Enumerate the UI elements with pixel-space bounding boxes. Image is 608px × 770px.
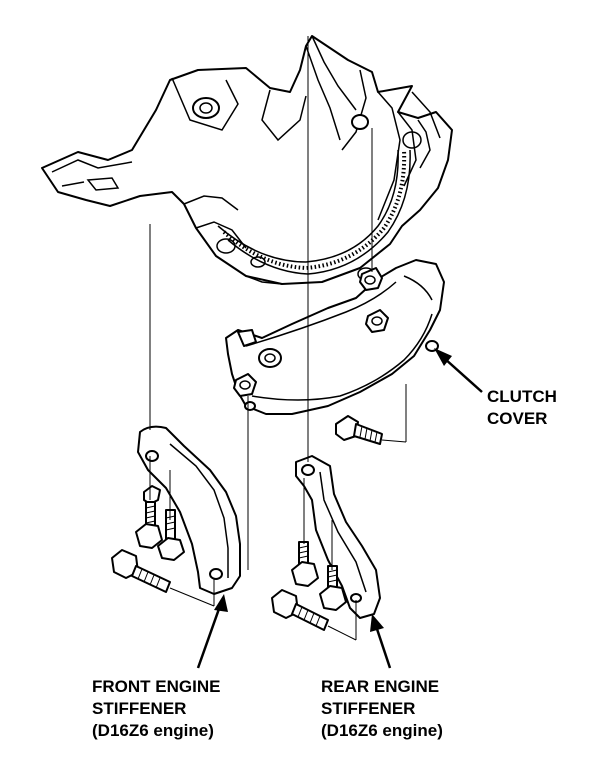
rear-stiffener-label-line-2: STIFFENER	[321, 699, 416, 718]
clutch-cover-label: CLUTCH COVER	[487, 386, 557, 430]
clutch-cover-label-line-1: CLUTCH	[487, 387, 557, 406]
rear-stiffener-bolt-1	[291, 541, 319, 587]
alignment-lines	[149, 36, 407, 641]
rear-stiffener-label-line-1: REAR ENGINE	[321, 677, 440, 696]
front-stiffener-label-line-1: FRONT ENGINE	[92, 677, 221, 696]
engine-block	[41, 35, 453, 285]
clutch-cover-part	[225, 259, 445, 415]
front-engine-stiffener-part	[137, 425, 241, 595]
front-engine-stiffener-label: FRONT ENGINE STIFFENER (D16Z6 engine)	[92, 676, 220, 742]
rear-stiffener-arrow	[370, 614, 392, 669]
flywheel-ring-gear	[217, 149, 411, 275]
front-stiffener-arrow	[196, 594, 228, 669]
clutch-cover-label-line-2: COVER	[487, 409, 548, 428]
rear-engine-stiffener-label: REAR ENGINE STIFFENER (D16Z6 engine)	[321, 676, 443, 742]
front-stiffener-bolt-3	[111, 549, 171, 593]
rear-stiffener-bolt-3	[271, 589, 329, 631]
rear-stiffener-label-line-3: (D16Z6 engine)	[321, 721, 443, 740]
front-stiffener-label-line-2: STIFFENER	[92, 699, 187, 718]
rear-stiffener-bolt-2	[319, 565, 347, 611]
clutch-cover-bolt	[335, 415, 383, 445]
clutch-cover-arrow	[434, 348, 483, 393]
front-stiffener-bolt-2	[157, 509, 185, 561]
front-stiffener-bolt-1	[135, 485, 163, 549]
front-stiffener-label-line-3: (D16Z6 engine)	[92, 721, 214, 740]
rear-engine-stiffener-part	[295, 455, 381, 619]
